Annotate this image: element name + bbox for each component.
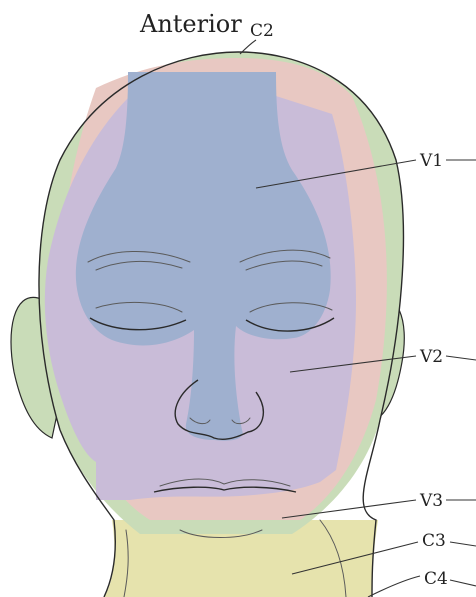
leader-c4 (368, 576, 476, 597)
label-v2: V2 (419, 347, 443, 367)
view-title: Anterior (139, 10, 242, 38)
label-v1: V1 (419, 151, 443, 171)
label-c2: C2 (250, 21, 274, 41)
label-c3: C3 (422, 531, 446, 551)
label-c4: C4 (424, 569, 448, 589)
label-v3: V3 (419, 491, 443, 511)
